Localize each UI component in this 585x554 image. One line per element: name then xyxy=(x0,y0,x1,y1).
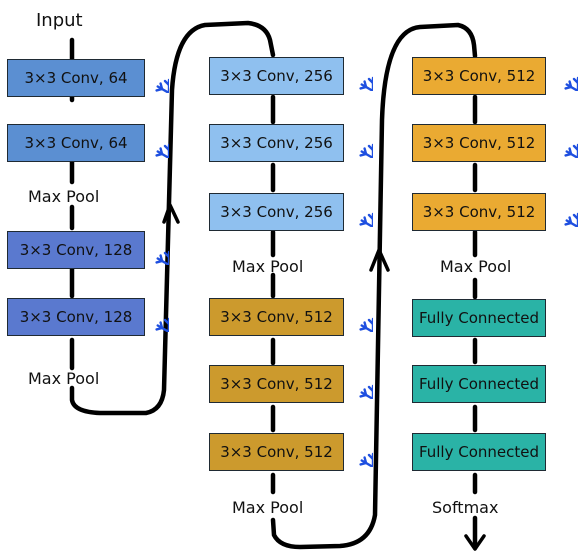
conv-block: 3×3 Conv, 512 xyxy=(209,365,344,403)
conv-block: 3×3 Conv, 128 xyxy=(7,298,145,336)
conv-block: 3×3 Conv, 512 xyxy=(412,57,546,95)
snowflake-icon xyxy=(343,61,373,91)
snowflake-icon xyxy=(139,128,169,158)
conv-block: 3×3 Conv, 256 xyxy=(209,124,344,162)
softmax-label: Softmax xyxy=(432,498,499,517)
snowflake-icon xyxy=(343,369,373,399)
conv-block: 3×3 Conv, 512 xyxy=(412,193,546,231)
conv-block: 3×3 Conv, 128 xyxy=(7,231,145,269)
snowflake-icon xyxy=(139,302,169,332)
conv-block: 3×3 Conv, 512 xyxy=(209,298,344,336)
snowflake-icon xyxy=(343,437,373,467)
snowflake-icon xyxy=(548,197,578,227)
maxpool-label: Max Pool xyxy=(440,257,512,276)
snowflake-icon xyxy=(139,63,169,93)
conv-block: 3×3 Conv, 512 xyxy=(412,124,546,162)
conv-block: 3×3 Conv, 512 xyxy=(209,433,344,471)
fc-block: Fully Connected xyxy=(412,365,546,403)
snowflake-icon xyxy=(343,128,373,158)
input-label: Input xyxy=(36,10,83,31)
fc-block: Fully Connected xyxy=(412,433,546,471)
conv-block: 3×3 Conv, 64 xyxy=(7,124,145,162)
maxpool-label: Max Pool xyxy=(28,187,100,206)
conv-block: 3×3 Conv, 64 xyxy=(7,59,145,97)
maxpool-label: Max Pool xyxy=(232,257,304,276)
snowflake-icon xyxy=(343,302,373,332)
maxpool-label: Max Pool xyxy=(232,498,304,517)
snowflake-icon xyxy=(343,197,373,227)
snowflake-icon xyxy=(139,235,169,265)
conv-block: 3×3 Conv, 256 xyxy=(209,193,344,231)
snowflake-icon xyxy=(548,128,578,158)
maxpool-label: Max Pool xyxy=(28,369,100,388)
snowflake-icon xyxy=(548,61,578,91)
conv-block: 3×3 Conv, 256 xyxy=(209,57,344,95)
fc-block: Fully Connected xyxy=(412,299,546,337)
